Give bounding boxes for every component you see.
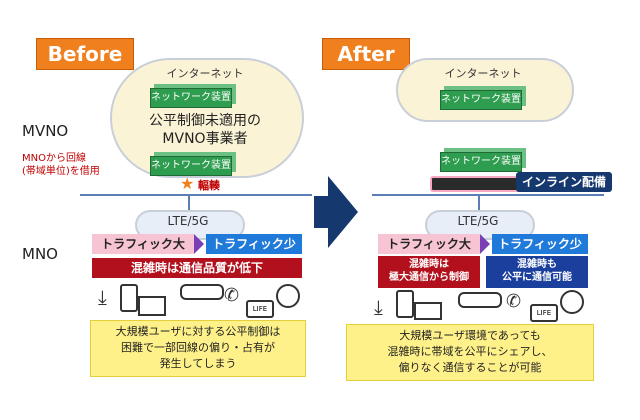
before-mvno-text: 公平制御未適用の MVNO事業者: [110, 112, 300, 148]
borrow-note-line-1: MNOから回線: [22, 153, 86, 164]
before-traffic-large: トラフィック大: [92, 234, 194, 254]
before-summary-line-1: 大規模ユーザに対する公平制御は: [115, 325, 281, 338]
after-net-device-bottom: ネットワーク装置: [440, 152, 522, 172]
after-traffic-small: トラフィック少: [492, 234, 588, 254]
after-download-icon: ⤓: [374, 295, 383, 319]
after-large-note: 混雑時は 極大通信から制御: [378, 256, 480, 288]
after-life-icon: LIFE: [530, 304, 558, 322]
download-icon: ⤓: [98, 285, 107, 309]
after-arrow-icon: [480, 234, 490, 254]
after-divider: [372, 194, 604, 196]
before-divider: [80, 194, 312, 196]
after-small-note: 混雑時も 公平に通信可能: [486, 256, 588, 288]
before-tag: Before: [36, 38, 134, 70]
before-summary-line-3: 発生してしまう: [159, 357, 237, 370]
camera-icon: [180, 284, 224, 300]
before-arrow-icon: [194, 234, 204, 254]
after-lte-label: LTE/5G: [457, 214, 499, 228]
after-small-note-line-2: 公平に通信可能: [502, 272, 572, 283]
after-gauge-icon: [560, 290, 584, 314]
congestion-label: 輻輳: [198, 179, 220, 192]
phone-icon: [120, 284, 138, 312]
mvno-label: MVNO: [22, 122, 69, 140]
after-traffic-large: トラフィック大: [378, 234, 480, 254]
after-large-note-line-2: 極大通信から制御: [389, 272, 469, 283]
before-summary: 大規模ユーザに対する公平制御は 困難で一部回線の偏り・占有が 発生してしまう: [90, 320, 306, 377]
before-net-device-bottom: ネットワーク装置: [150, 156, 232, 176]
after-tag: After: [322, 38, 410, 70]
before-internet-label: インターネット: [166, 67, 244, 80]
before-degrade-banner: 混雑時は通信品質が低下: [92, 258, 302, 278]
transition-arrow-icon: [328, 176, 358, 248]
after-video-icon: [414, 302, 442, 320]
inline-switch-icon: [430, 176, 526, 192]
after-summary: 大規模ユーザ環境であっても 混雑時に帯域を公平にシェアし、 偏りなく通信すること…: [346, 324, 594, 381]
before-net-device-top: ネットワーク装置: [150, 88, 232, 108]
congestion-star-icon: ★: [180, 174, 195, 193]
before-traffic-small: トラフィック少: [206, 234, 302, 254]
after-phone-icon: [396, 290, 414, 318]
after-summary-line-2: 混雑時に帯域を公平にシェアし、: [387, 345, 553, 358]
before-mvno-text-line-2: MVNO事業者: [162, 131, 248, 147]
inline-deploy-label: インライン配備: [516, 172, 612, 192]
after-summary-line-1: 大規模ユーザ環境であっても: [399, 329, 541, 342]
mno-label: MNO: [22, 245, 58, 263]
after-small-note-line-1: 混雑時も: [517, 259, 557, 270]
before-lte-label: LTE/5G: [167, 214, 209, 228]
transition-arrow-shaft: [314, 196, 330, 228]
gauge-icon: [276, 284, 300, 308]
life-icon: LIFE: [246, 300, 274, 318]
after-large-note-line-1: 混雑時は: [409, 259, 449, 270]
video-icon: [138, 296, 166, 316]
after-camera-icon: [458, 292, 502, 308]
before-summary-line-2: 困難で一部回線の偏り・占有が: [121, 341, 275, 354]
before-connector: [188, 194, 190, 214]
after-summary-line-3: 偏りなく通信することが可能: [398, 361, 542, 374]
after-connector: [478, 194, 480, 214]
borrow-note: MNOから回線 (帯域単位)を借用: [22, 152, 100, 178]
call-icon: ✆: [224, 285, 240, 306]
before-mvno-text-line-1: 公平制御未適用の: [149, 113, 261, 129]
borrow-note-line-2: (帯域単位)を借用: [22, 166, 100, 177]
after-internet-label: インターネット: [444, 67, 522, 80]
after-net-device-top: ネットワーク装置: [440, 90, 522, 110]
after-call-icon: ✆: [506, 291, 522, 312]
